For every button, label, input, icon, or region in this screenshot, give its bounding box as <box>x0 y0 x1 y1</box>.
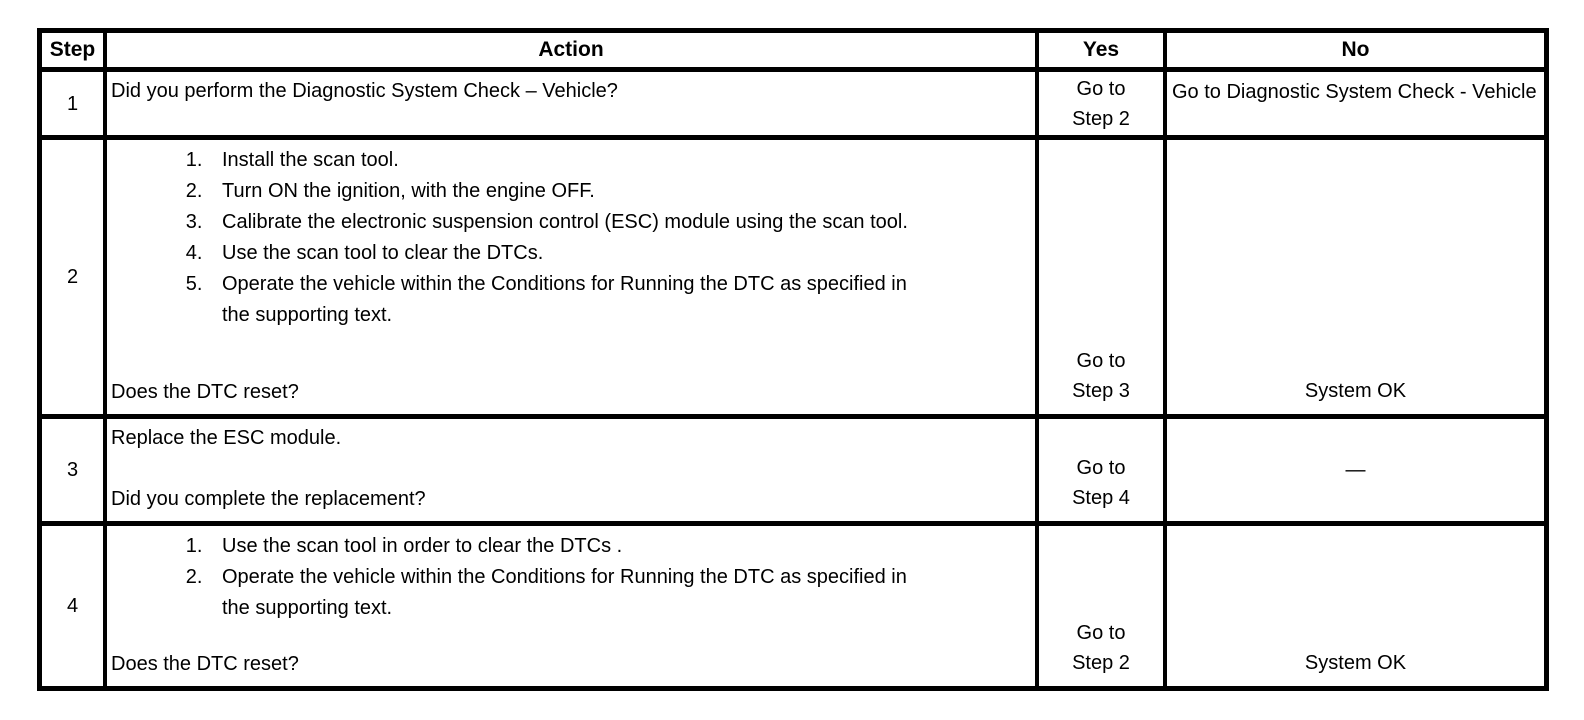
header-action: Action <box>107 33 1039 72</box>
header-yes: Yes <box>1039 33 1167 72</box>
yes-cell-4: Go to Step 2 <box>1039 526 1167 686</box>
step-number-2: 2 <box>42 140 107 419</box>
action-list: Install the scan tool.Turn ON the igniti… <box>111 145 921 331</box>
action-question: Does the DTC reset? <box>111 653 299 675</box>
action-list-item: Operate the vehicle within the Condition… <box>208 562 921 624</box>
action-question: Did you complete the replacement? <box>111 488 426 510</box>
action-list-item: Calibrate the electronic suspension cont… <box>208 207 921 238</box>
yes-cell-3: Go to Step 4 <box>1039 419 1167 526</box>
action-list: Use the scan tool in order to clear the … <box>111 531 921 624</box>
step-number-3: 3 <box>42 419 107 526</box>
step-number-1: 1 <box>42 72 107 140</box>
action-list-item: Install the scan tool. <box>208 145 921 176</box>
action-cell-3: Replace the ESC module. Did you complete… <box>107 419 1039 526</box>
action-list-item: Operate the vehicle within the Condition… <box>208 269 921 331</box>
action-cell-1: Did you perform the Diagnostic System Ch… <box>107 72 1039 140</box>
no-cell-3: — <box>1167 419 1544 526</box>
no-cell-4: System OK <box>1304 652 1407 674</box>
action-text: Replace the ESC module. <box>111 427 342 449</box>
action-list-item: Turn ON the ignition, with the engine OF… <box>208 176 921 207</box>
action-cell-2: Install the scan tool.Turn ON the igniti… <box>107 140 1039 419</box>
header-no: No <box>1167 33 1544 72</box>
no-cell-1: Go to Diagnostic System Check - Vehicle <box>1167 72 1544 140</box>
diagnostic-table: Step Action Yes No 1 Did you perform the… <box>37 28 1549 691</box>
action-list-item: Use the scan tool in order to clear the … <box>208 531 921 562</box>
action-cell-4: Use the scan tool in order to clear the … <box>107 526 1039 686</box>
yes-cell-1: Go to Step 2 <box>1039 72 1167 140</box>
action-text: Did you perform the Diagnostic System Ch… <box>111 80 618 102</box>
step-number-4: 4 <box>42 526 107 686</box>
header-step: Step <box>42 33 107 72</box>
no-cell-2: System OK <box>1167 140 1544 419</box>
action-list-item: Use the scan tool to clear the DTCs. <box>208 238 921 269</box>
action-question: Does the DTC reset? <box>111 381 299 403</box>
yes-cell-2: Go to Step 3 <box>1039 140 1167 419</box>
